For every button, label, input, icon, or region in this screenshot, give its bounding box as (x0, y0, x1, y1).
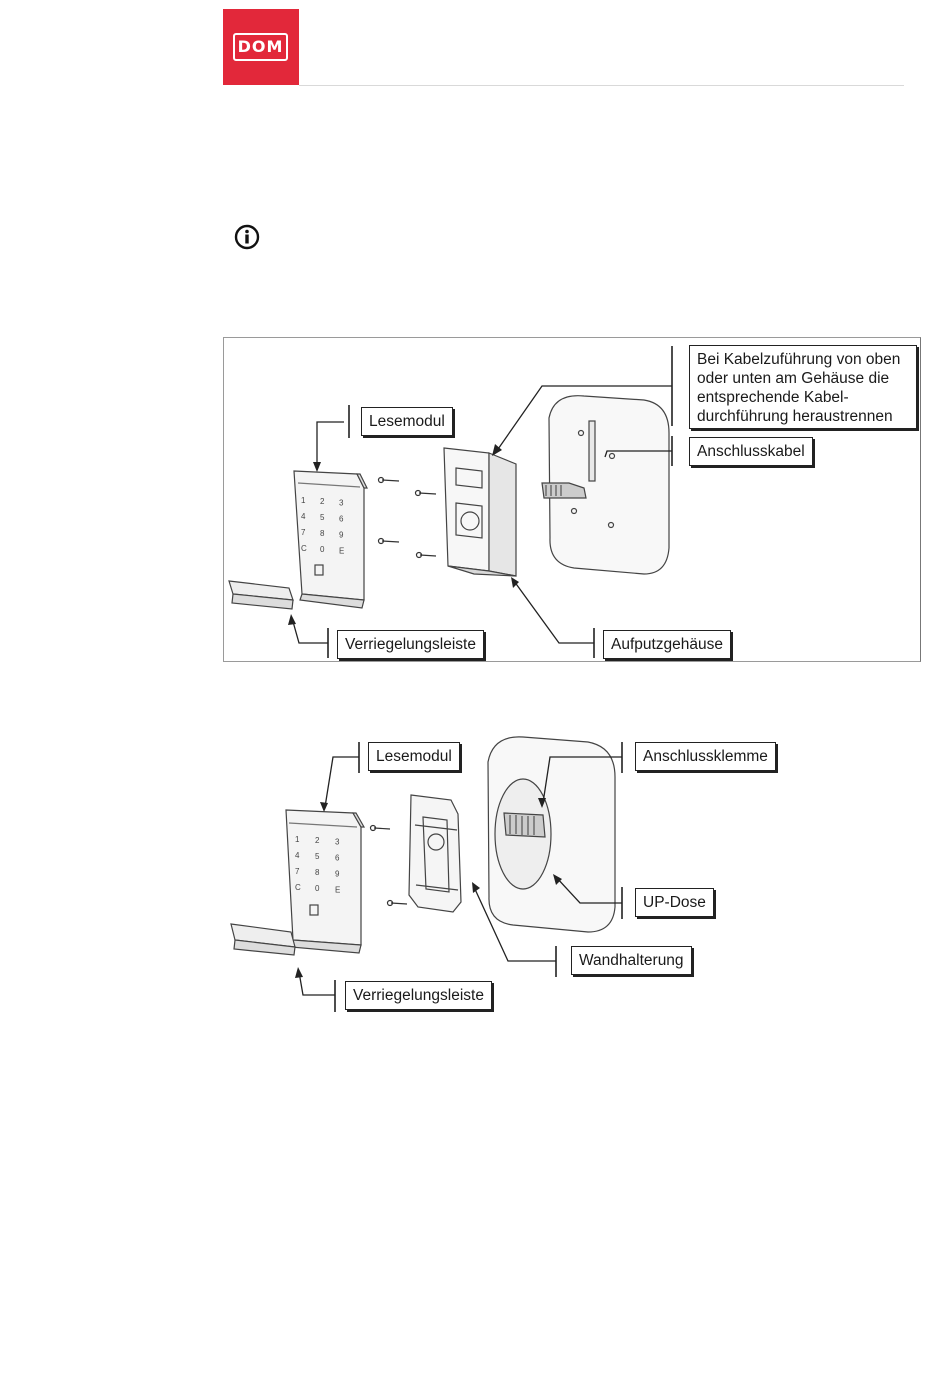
flush-mount-drawing: 1 2 3 4 5 6 7 8 9C 0 E (223, 727, 823, 1027)
label-anschlussklemme: Anschlussklemme (635, 742, 776, 771)
keypad-key: 6 (339, 514, 344, 523)
keypad-key: 1 (295, 835, 300, 844)
keypad-key: 3 (335, 837, 340, 846)
keypad-key: 1 (301, 496, 306, 505)
keypad-key: 9 (339, 530, 344, 539)
kabel-hint-line-4: durchführung heraustrennen (697, 407, 909, 426)
label-up-dose: UP-Dose (635, 888, 714, 917)
keypad-key: 4 (295, 851, 300, 860)
label-kabel-hint: Bei Kabelzuführung von oben oder unten a… (689, 345, 917, 429)
header-divider (299, 85, 904, 86)
logo-text: DOM (233, 33, 288, 61)
keypad-key: 8 (315, 868, 320, 877)
keypad-key: 0 (315, 884, 320, 893)
keypad-key: 7 (295, 867, 300, 876)
keypad-key: 5 (315, 852, 320, 861)
keypad-key: 8 (320, 529, 325, 538)
label-verriegelungsleiste: Verriegelungsleiste (345, 981, 492, 1010)
label-wandhalterung: Wandhalterung (571, 946, 692, 975)
kabel-hint-line-2: oder unten am Gehäuse die (697, 369, 909, 388)
label-anschlusskabel: Anschlusskabel (689, 437, 813, 466)
keypad-key: 0 (320, 545, 325, 554)
kabel-hint-line-3: entsprechende Kabel- (697, 388, 909, 407)
label-aufputzgehaeuse: Aufputzgehäuse (603, 630, 731, 659)
keypad-key: 2 (320, 497, 325, 506)
keypad-key: 2 (315, 836, 320, 845)
dom-logo: DOM (223, 9, 299, 85)
keypad-key: E (335, 885, 340, 894)
keypad-key: 6 (335, 853, 340, 862)
keypad-key: C (301, 544, 307, 553)
keypad-key: 4 (301, 512, 306, 521)
label-verriegelungsleiste: Verriegelungsleiste (337, 630, 484, 659)
info-circle-icon (234, 224, 260, 250)
keypad-key: 9 (335, 869, 340, 878)
keypad-key: 5 (320, 513, 325, 522)
label-lesemodul: Lesemodul (368, 742, 460, 771)
keypad-key: C (295, 883, 301, 892)
keypad-key: 3 (339, 498, 344, 507)
keypad-key: 7 (301, 528, 306, 537)
label-lesemodul: Lesemodul (361, 407, 453, 436)
keypad-key: E (339, 546, 344, 555)
kabel-hint-line-1: Bei Kabelzuführung von oben (697, 350, 909, 369)
